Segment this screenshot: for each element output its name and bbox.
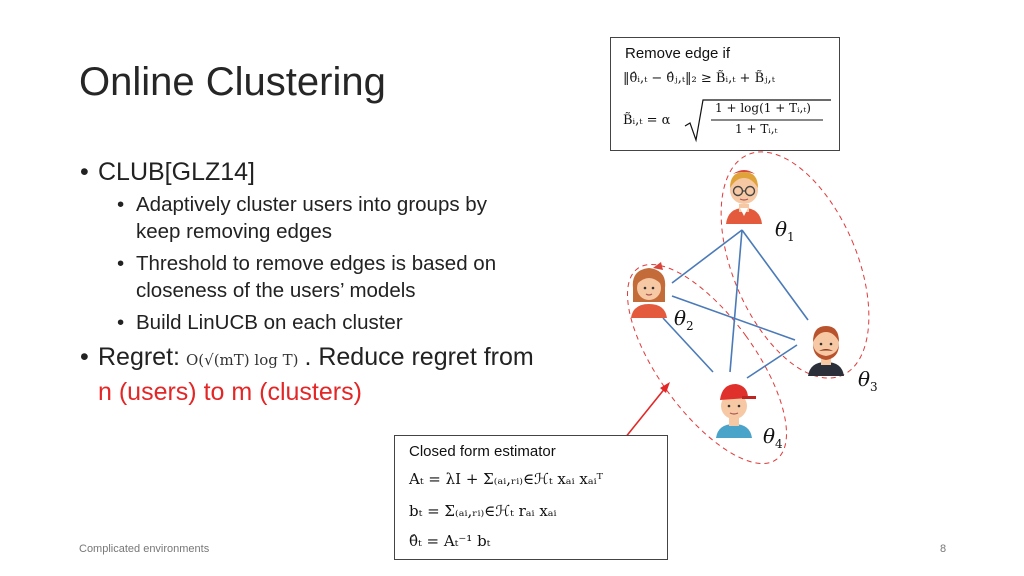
edge-3-4: [746, 344, 798, 379]
theta-3-subscript: 3: [870, 380, 878, 394]
theta-2-subscript: 2: [686, 319, 694, 333]
bound-numerator: 1 + log(1 + Tᵢ,ₜ): [715, 101, 811, 115]
regret-formula: O(√(mT) log T): [185, 351, 299, 369]
bullet-regret: Regret: O(√(mT) log T) . Reduce regret fro…: [80, 341, 600, 408]
remove-edge-label: Remove edge if: [625, 45, 731, 62]
theta-1-subscript: 1: [787, 230, 795, 244]
theta-2-label: θ2: [674, 306, 694, 333]
edge-1-2: [671, 229, 743, 284]
closed-form-box: Closed form estimator Aₜ = λI + Σ₍ₐᵢ,ᵣᵢ₎…: [394, 435, 668, 560]
closed-form-equation-a: Aₜ = λI + Σ₍ₐᵢ,ᵣᵢ₎∈ℋₜ xₐᵢ xₐᵢᵀ: [409, 470, 603, 488]
bullet-threshold: Threshold to remove edges is based on cl…: [80, 250, 600, 304]
footer-left: Complicated environments: [79, 543, 210, 555]
edge-1-4: [729, 229, 743, 373]
bullet-adaptively-line1: Adaptively cluster users into groups by: [136, 193, 487, 216]
closed-form-equation-theta: θ̂ₜ = Aₜ⁻¹ bₜ: [409, 532, 491, 550]
theta-1-symbol: θ: [775, 217, 788, 241]
theta-2-symbol: θ: [674, 306, 687, 330]
theta-3-label: θ3: [858, 367, 878, 394]
user-avatar-icon-cap: [716, 384, 756, 438]
edge-2-3: [671, 295, 796, 341]
bullet-threshold-line1: Threshold to remove edges is based on: [136, 252, 497, 275]
remove-edge-equation: ‖θ̂ᵢ,ₜ − θ̂ⱼ,ₜ‖₂ ≥ B̃ᵢ,ₜ + B̃ⱼ,ₜ: [623, 71, 775, 86]
bullet-club: CLUB[GLZ14]: [80, 156, 600, 188]
bound-denominator: 1 + Tᵢ,ₜ: [735, 122, 778, 136]
page-number: 8: [940, 543, 947, 555]
bullet-adaptively-line2: keep removing edges: [136, 220, 333, 243]
bullet-adaptively: Adaptively cluster users into groups by …: [80, 191, 600, 245]
theta-3-symbol: θ: [858, 367, 871, 391]
slide-title: Online Clustering: [79, 60, 386, 104]
arrow-head: [660, 382, 670, 393]
sqrt-sign: [684, 99, 831, 143]
edge-1-3: [741, 229, 809, 321]
theta-4-label: θ4: [763, 424, 783, 451]
user-avatar-icon-mustache: [808, 326, 844, 376]
bound-equation-lhs: B̃ᵢ,ₜ = α: [623, 113, 671, 128]
theta-4-subscript: 4: [775, 437, 783, 451]
user-avatar-icon-girl: [631, 262, 667, 318]
bullet-list: CLUB[GLZ14] Adaptively cluster users int…: [80, 156, 600, 411]
regret-tail: . Reduce regret from: [304, 343, 534, 371]
theta-1-label: θ1: [775, 217, 795, 244]
edge-2-4: [662, 317, 714, 373]
closed-form-label: Closed form estimator: [409, 443, 556, 460]
cluster-ellipse-2: [627, 263, 787, 465]
closed-form-equation-b: bₜ = Σ₍ₐᵢ,ᵣᵢ₎∈ℋₜ rₐᵢ xₐᵢ: [409, 502, 557, 520]
regret-label: Regret:: [98, 343, 180, 371]
bullet-threshold-line2: closeness of the users’ models: [136, 279, 416, 302]
remove-edge-box: Remove edge if ‖θ̂ᵢ,ₜ − θ̂ⱼ,ₜ‖₂ ≥ B̃ᵢ,ₜ …: [610, 37, 840, 151]
theta-4-symbol: θ: [763, 424, 776, 448]
regret-line2: n (users) to m (clusters): [98, 378, 362, 406]
user-avatar-icon-glasses: [726, 170, 762, 224]
bullet-linucb: Build LinUCB on each cluster: [80, 309, 600, 336]
